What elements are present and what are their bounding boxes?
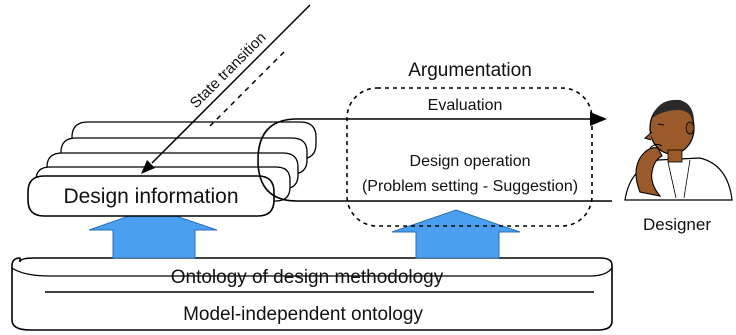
design-information-label: Design information bbox=[63, 185, 238, 208]
ontology-methodology-label: Ontology of design methodology bbox=[171, 267, 444, 288]
evaluation-label: Evaluation bbox=[428, 97, 503, 114]
evaluation-arrowhead-icon bbox=[590, 112, 607, 126]
evaluation-loop bbox=[257, 112, 612, 202]
ontology-cylinder bbox=[11, 257, 613, 331]
model-independent-label: Model-independent ontology bbox=[183, 304, 423, 325]
up-arrow-right-icon bbox=[391, 209, 521, 259]
design-info-stack bbox=[27, 121, 317, 217]
problem-suggestion-label: (Problem setting - Suggestion) bbox=[362, 178, 578, 195]
state-transition-label: State transition bbox=[187, 29, 270, 112]
argumentation-label: Argumentation bbox=[408, 60, 532, 81]
up-arrow-left-icon bbox=[88, 207, 218, 259]
argumentation-box bbox=[346, 87, 593, 227]
designer-icon bbox=[624, 99, 733, 201]
state-transition-arrow bbox=[141, 4, 311, 174]
designer-label: Designer bbox=[643, 215, 711, 234]
design-operation-label: Design operation bbox=[410, 153, 531, 170]
